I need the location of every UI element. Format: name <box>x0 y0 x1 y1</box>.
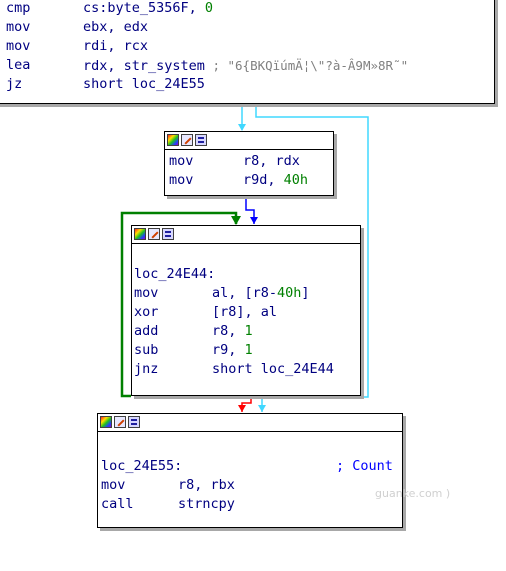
instruction-line[interactable]: sub r9, 1 <box>132 341 360 360</box>
block-titlebar <box>98 414 402 432</box>
label-comment: ; Count <box>336 458 393 474</box>
mnemonic: sub <box>134 342 159 358</box>
label-line[interactable]: loc_24E44: <box>132 265 360 284</box>
edge-jz-taken[interactable] <box>255 104 369 412</box>
mnemonic: add <box>134 323 159 339</box>
code-block-entry[interactable]: cmp cs:byte_5356F, 0 mov ebx, edx mov rd… <box>0 0 495 104</box>
operand-tail: ] <box>301 285 310 301</box>
code-block-init[interactable]: mov r8, rdx mov r9d, 40h <box>164 131 334 196</box>
operand: r8, 1 <box>212 322 253 341</box>
color-icon[interactable] <box>100 416 112 428</box>
code-block-loop[interactable]: loc_24E44: mov al, [r8-40h] xor [r8], al… <box>131 225 361 396</box>
arrowhead-exit <box>238 405 246 412</box>
graph-edges <box>120 104 369 412</box>
immediate: 40h <box>283 172 309 188</box>
mnemonic: mov <box>6 19 31 35</box>
edit-icon[interactable] <box>114 416 126 428</box>
arrowhead-2 <box>250 217 258 224</box>
mnemonic: call <box>101 496 134 512</box>
operand: ebx, edx <box>83 19 149 35</box>
mnemonic: xor <box>134 304 159 320</box>
graph-icon[interactable] <box>128 416 140 428</box>
mnemonic: mov <box>169 172 194 188</box>
location-label: loc_24E44: <box>134 266 216 282</box>
instruction-line[interactable]: call strncpy <box>98 495 402 514</box>
mnemonic: jz <box>6 76 23 92</box>
arrowhead-jz <box>258 405 266 412</box>
mnemonic: jnz <box>134 361 159 377</box>
operand: r9, 1 <box>212 341 253 360</box>
graph-icon[interactable] <box>162 228 174 240</box>
immediate: 1 <box>244 323 253 339</box>
arrowhead-1 <box>238 124 246 131</box>
immediate: 0 <box>204 0 214 16</box>
instruction-line[interactable]: lea rdx, str_system ; "6{BKQïúmÄ¦\"?à-Â9… <box>0 56 494 75</box>
block-titlebar <box>165 132 333 150</box>
instruction-line[interactable]: mov r9d, 40h <box>165 171 333 190</box>
operand: cs:byte_5356F, 0 <box>83 0 213 18</box>
immediate: 1 <box>244 342 253 358</box>
mnemonic: mov <box>169 153 194 169</box>
instruction-line[interactable]: mov ebx, edx <box>0 18 494 37</box>
label-line[interactable]: loc_24E55: ; Count <box>98 457 402 476</box>
watermark: guanke.com ) <box>375 487 451 500</box>
instruction-line[interactable]: mov rdi, rcx <box>0 37 494 56</box>
instruction-line[interactable]: add r8, 1 <box>132 322 360 341</box>
color-icon[interactable] <box>134 228 146 240</box>
string-comment: ; "6{BKQïúmÄ¦\"?à-Â9M»8R˜" <box>204 58 409 73</box>
operand: short loc_24E44 <box>212 361 334 377</box>
operand: rdi, rcx <box>83 38 149 54</box>
mnemonic: lea <box>6 57 31 73</box>
block-titlebar <box>132 226 360 244</box>
mnemonic: mov <box>6 38 31 54</box>
operand: r8, rbx <box>178 477 235 493</box>
code-block-copy[interactable]: loc_24E55: ; Count mov r8, rbx call strn… <box>97 413 403 528</box>
immediate: 40h <box>277 285 302 301</box>
instruction-line[interactable]: cmp cs:byte_5356F, 0 <box>0 0 494 18</box>
mnemonic: cmp <box>6 0 31 16</box>
instruction-line[interactable]: mov al, [r8-40h] <box>132 284 360 303</box>
operand: short loc_24E55 <box>83 76 205 92</box>
graph-icon[interactable] <box>195 134 207 146</box>
arrowhead-loop <box>231 216 241 225</box>
operand: r9d, 40h <box>243 171 308 190</box>
operand: al, [r8-40h] <box>212 284 310 303</box>
operand-text: r8, <box>212 323 245 339</box>
edit-icon[interactable] <box>148 228 160 240</box>
instruction-line[interactable]: mov r8, rdx <box>165 152 333 171</box>
operand-text: r9, <box>212 342 245 358</box>
operand-text: cs:byte_5356F, <box>83 0 205 16</box>
operand: rdx, str_system ; "6{BKQïúmÄ¦\"?à-Â9M»8R… <box>83 56 408 76</box>
operand-text: al, [r8- <box>212 285 278 301</box>
instruction-line[interactable]: jz short loc_24E55 <box>0 75 494 94</box>
operand: strncpy <box>178 496 235 512</box>
instruction-line[interactable]: xor [r8], al <box>132 303 360 322</box>
mnemonic: mov <box>101 477 126 493</box>
operand: r8, rdx <box>243 153 300 169</box>
operand: [r8], al <box>212 304 278 320</box>
location-label: loc_24E55: <box>101 458 183 474</box>
instruction-line[interactable]: mov r8, rbx <box>98 476 402 495</box>
operand-text: rdx, str_system <box>83 58 205 74</box>
operand-text: r9d, <box>243 172 284 188</box>
mnemonic: mov <box>134 285 159 301</box>
instruction-line[interactable]: jnz short loc_24E44 <box>132 360 360 379</box>
edit-icon[interactable] <box>181 134 193 146</box>
color-icon[interactable] <box>167 134 179 146</box>
